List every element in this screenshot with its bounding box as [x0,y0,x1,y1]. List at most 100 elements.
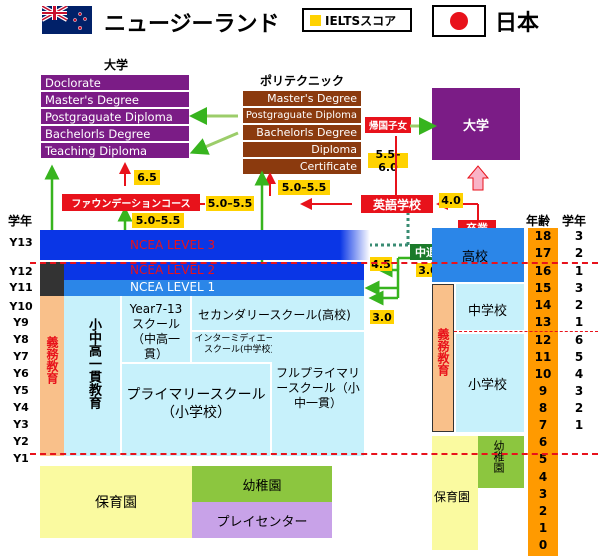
nz-kindergarten: 幼稚園 [192,466,332,502]
age-value: 16 [534,264,552,278]
ncea-fade [340,230,370,260]
foundation-score: 5.0–5.5 [206,196,254,211]
nz-compulsory-label: 義務教育 [45,336,59,384]
english-score: 4.0 [439,193,463,208]
nz-year: Y4 [13,401,29,414]
jp-highschool-label: 高校 [462,250,489,265]
jp-kindergarten-block [478,436,524,488]
ncea-level2-label: NCEA LEVEL 2 [130,263,216,277]
ncea-level1-label: NCEA LEVEL 1 [130,280,216,294]
age-value: 15 [534,281,552,295]
age-value: 8 [538,401,548,415]
jp-title: 日本 [495,11,540,36]
jp-university: 大学 [432,88,520,160]
polytechnic-item: Postgraguate Diploma [242,107,362,124]
returnee-label: 帰国子女 [365,117,411,133]
jp-compulsory-band [432,284,454,432]
nz-year: Y11 [9,281,33,294]
foundation-course: ファウンデーションコース [62,194,200,211]
jp-grade: 1 [574,264,584,278]
jp-grade: 3 [574,281,584,295]
nz-year: Y10 [9,300,33,313]
nz-year: Y9 [13,316,29,329]
jp-elementary-label: 小学校 [468,378,508,393]
age-value: 4 [538,470,548,484]
age-value: 5 [538,452,548,466]
nz-title: ニュージーランド [104,12,280,37]
jp-grade: 2 [574,298,584,312]
jp-highschool-block [432,228,524,282]
jp-grade: 1 [574,418,584,432]
age-value: 6 [538,435,548,449]
english-school: 英語学校 [361,195,433,213]
age-value: 3 [538,487,548,501]
polytechnic-item: Diploma [242,141,362,158]
nz-university-title: 大学 [104,58,129,72]
jp-nursery-block [432,436,478,550]
legend-swatch [310,14,321,26]
age-label: 年齢 [526,214,551,228]
age-value: 17 [534,246,552,260]
nz-compulsory-band [40,296,64,456]
nz-university-item: Postgraguate Diploma [40,108,190,125]
nz-school-year-label: 学年 [8,214,33,228]
nz-flag-icon [41,4,92,34]
jp-grade: 5 [574,350,584,364]
jp-grade: 2 [574,401,584,415]
year713-label: Year7-13スクール（中高一貫） [129,302,183,361]
nz-year: Y1 [13,452,29,465]
jp-middle-label: 中学校 [468,304,508,319]
poly-score: 5.0–5.5 [278,180,330,195]
jp-grade: 3 [574,229,584,243]
nz-compulsory-dark [40,262,64,296]
age-value: 13 [534,315,552,329]
jp-grade: 1 [574,315,584,329]
nz-year: Y13 [9,236,33,249]
ncea-level3-label: NCEA LEVEL 3 [130,238,216,252]
divider-line [30,453,598,455]
legend: IELTSスコア [302,8,412,32]
jp-grade: 4 [574,367,584,381]
age-value: 0 [538,538,548,552]
age-value: 2 [538,504,548,518]
jp-nursery-label: 保育園 [434,490,471,504]
age-value: 10 [534,367,552,381]
jp-school-year-label: 学年 [562,214,587,228]
age-value: 7 [538,418,548,432]
score-3-0-a: 3.0 [370,310,394,324]
age-value: 18 [534,229,552,243]
polytechnic-item: Master's Degree [242,90,362,107]
primary-label: プライマリースクール（小学校） [126,387,266,421]
age-column [528,228,558,556]
secondary-label: セカンダリースクール(高校) [198,308,351,322]
age-value: 11 [534,350,552,364]
score-4-5: 4.5 [370,257,392,271]
jp-grade: 2 [574,246,584,260]
primary-block [122,364,272,456]
nz-year: Y2 [13,435,29,448]
polytechnic-item: Bachelorls Degree [242,124,362,141]
nz-university-item: Doclorate [40,74,190,91]
jp-elementary-block [456,334,524,432]
intermediate-label: インターミディエートスクール(中学校) [194,334,284,355]
jp-flag-icon [432,5,486,37]
nz-year: Y12 [9,265,33,278]
foundation-score-below: 5.0–5.5 [132,213,184,228]
jp-grade: 3 [574,384,584,398]
full-primary-label: フルプライマリースクール（小中一貫） [276,366,361,410]
polytechnic-title: ポリテクニック [260,74,345,88]
full-primary-block [272,332,364,456]
playcenter: プレイセンター [192,502,332,538]
divider-line [30,262,598,264]
age-value: 14 [534,298,552,312]
nz-year: Y3 [13,418,29,431]
ncea-level1-band [64,280,364,296]
age-value: 9 [538,384,548,398]
jp-grade: 6 [574,333,584,347]
legend-label: IELTSスコア [325,13,397,28]
nz-nursery: 保育園 [40,466,192,538]
nz-combined-school-label: 小中高一貫教育 [86,318,101,409]
ncea-level3-band [40,230,340,260]
age-value: 1 [538,521,548,535]
nz-university-item: Teaching Diploma [40,142,190,159]
